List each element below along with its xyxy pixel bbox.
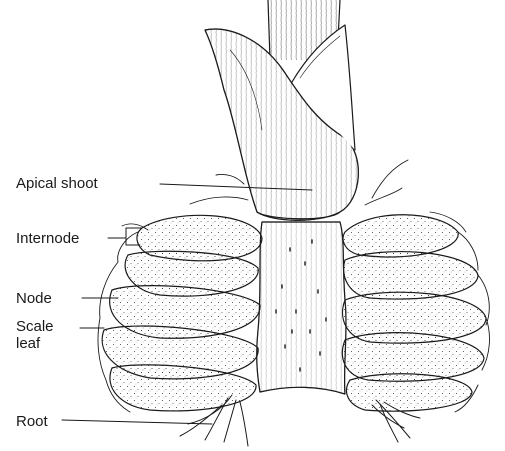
label-internode: Internode bbox=[16, 230, 79, 247]
label-scale-leaf: Scale leaf bbox=[16, 318, 54, 352]
right-lobes bbox=[342, 212, 489, 412]
label-node: Node bbox=[16, 290, 52, 307]
label-root: Root bbox=[16, 413, 48, 430]
label-apical-shoot: Apical shoot bbox=[16, 175, 98, 192]
leader-root bbox=[62, 420, 212, 424]
corm-body bbox=[257, 222, 346, 394]
left-lobes bbox=[98, 215, 262, 412]
